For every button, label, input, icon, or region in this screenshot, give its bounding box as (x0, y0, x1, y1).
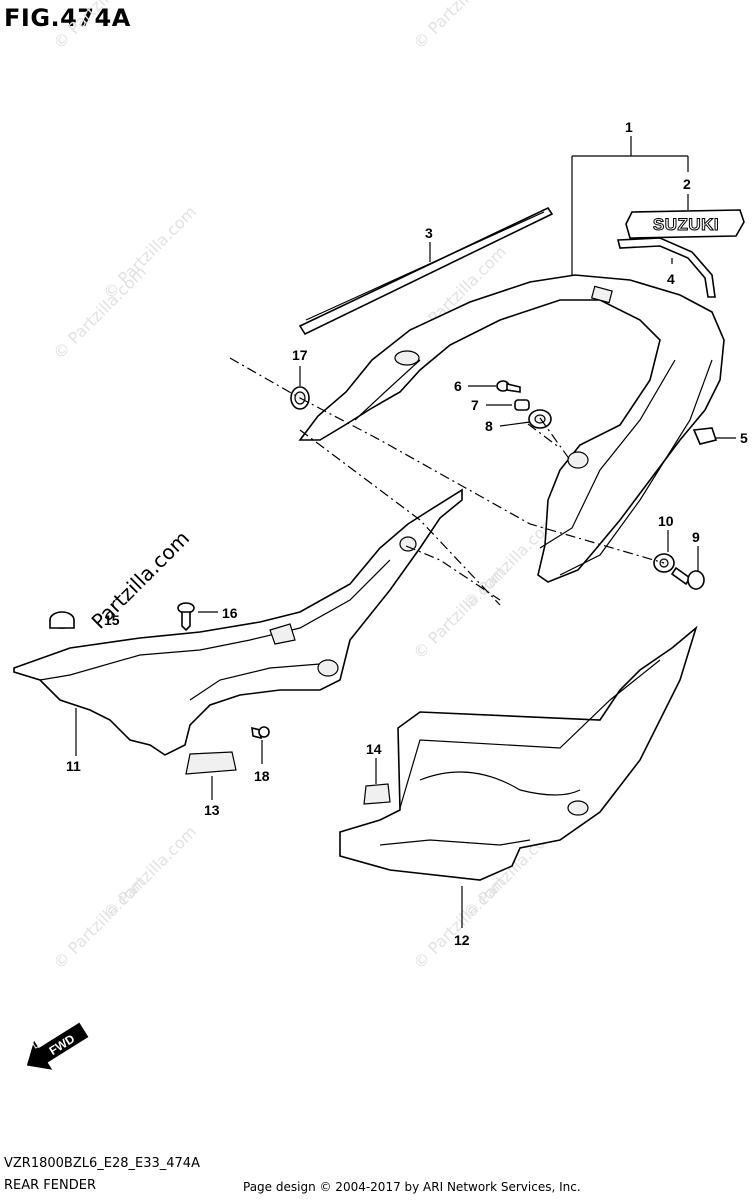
watermark: © Partzilla.com (99, 822, 200, 923)
callout-6: 6 (454, 378, 462, 394)
callout-labels: 1 2 3 4 5 6 7 8 9 10 11 12 13 14 15 16 1… (66, 119, 748, 948)
callout-4: 4 (667, 271, 675, 287)
callout-5: 5 (740, 430, 748, 446)
callout-11: 11 (66, 758, 81, 774)
callout-2: 2 (683, 176, 691, 192)
part-7-collar (514, 399, 530, 411)
watermark-bold: Partzilla.com (87, 526, 194, 633)
callout-14: 14 (366, 741, 382, 757)
part-2-emblem: SUZUKI (625, 209, 745, 239)
diagram-code: VZR1800BZL6_E28_E33_474A (4, 1156, 200, 1171)
callout-7: 7 (471, 397, 479, 413)
copyright-footer: Page design © 2004-2017 by ARI Network S… (243, 1180, 581, 1194)
part-13-reflector (185, 751, 237, 775)
callout-9: 9 (692, 529, 700, 545)
part-12-side-cover (339, 625, 698, 881)
figure-title: FIG.474A (4, 4, 131, 32)
part-1-rear-cover (298, 274, 725, 583)
watermark: © Partzilla.com (99, 202, 200, 303)
diagram-name: REAR FENDER (4, 1178, 96, 1193)
part-14-pad (363, 783, 391, 805)
emblem-text: SUZUKI (653, 215, 719, 234)
watermark: © Partzilla.com (409, 0, 510, 53)
callout-12: 12 (454, 932, 470, 948)
part-4-trim (616, 237, 716, 298)
callout-16: 16 (222, 605, 238, 621)
watermark: © Partzilla.com (49, 0, 150, 53)
callout-13: 13 (204, 802, 220, 818)
fwd-arrow: FWD (26, 1022, 89, 1070)
leader-lines (75, 136, 736, 928)
callout-3: 3 (425, 225, 433, 241)
part-16-clip (177, 602, 195, 632)
callout-15: 15 (104, 612, 120, 628)
part-15-grommet (49, 611, 75, 629)
callout-1: 1 (625, 119, 633, 135)
part-5-clip-nut (692, 427, 718, 445)
callout-8: 8 (485, 418, 493, 434)
callout-18: 18 (254, 768, 270, 784)
callout-10: 10 (658, 513, 674, 529)
callout-17: 17 (292, 347, 308, 363)
alignment-lines (229, 357, 665, 606)
part-6-screw (496, 380, 521, 393)
part-9-bolt (670, 566, 705, 590)
part-11-rear-fender (13, 488, 463, 756)
part-18-screw (251, 726, 270, 740)
